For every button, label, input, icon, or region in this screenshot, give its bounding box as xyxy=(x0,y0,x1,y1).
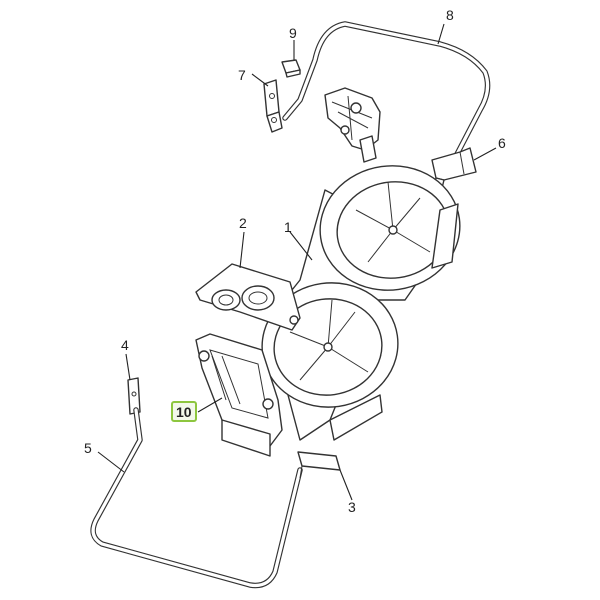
callout-1: 1 xyxy=(284,219,292,235)
part-8-upper-handle[interactable] xyxy=(282,21,491,161)
part-5-lower-handle[interactable] xyxy=(90,407,303,589)
callout-2: 2 xyxy=(239,215,247,231)
callout-5: 5 xyxy=(84,440,92,456)
upper-linkage-assembly xyxy=(324,87,381,163)
callout-10-box xyxy=(171,401,197,422)
part-2-pulley-bracket[interactable] xyxy=(195,263,301,331)
callout-10-highlight[interactable]: 10 xyxy=(171,401,197,422)
callout-7: 7 xyxy=(238,67,246,83)
part-10-drive-assembly[interactable] xyxy=(195,333,283,457)
part-4-lower-bracket[interactable] xyxy=(127,377,141,415)
callout-8: 8 xyxy=(446,7,454,23)
part-3-mounting-bracket[interactable] xyxy=(297,451,341,479)
part-9-small-bracket[interactable] xyxy=(281,59,301,78)
part-7-handle-bracket[interactable] xyxy=(263,79,283,133)
callout-10: 10 xyxy=(176,404,192,420)
callout-4: 4 xyxy=(121,337,129,353)
callout-9: 9 xyxy=(289,25,297,41)
leader-lines xyxy=(97,23,497,501)
callout-3: 3 xyxy=(348,499,356,515)
callout-6: 6 xyxy=(498,135,506,151)
